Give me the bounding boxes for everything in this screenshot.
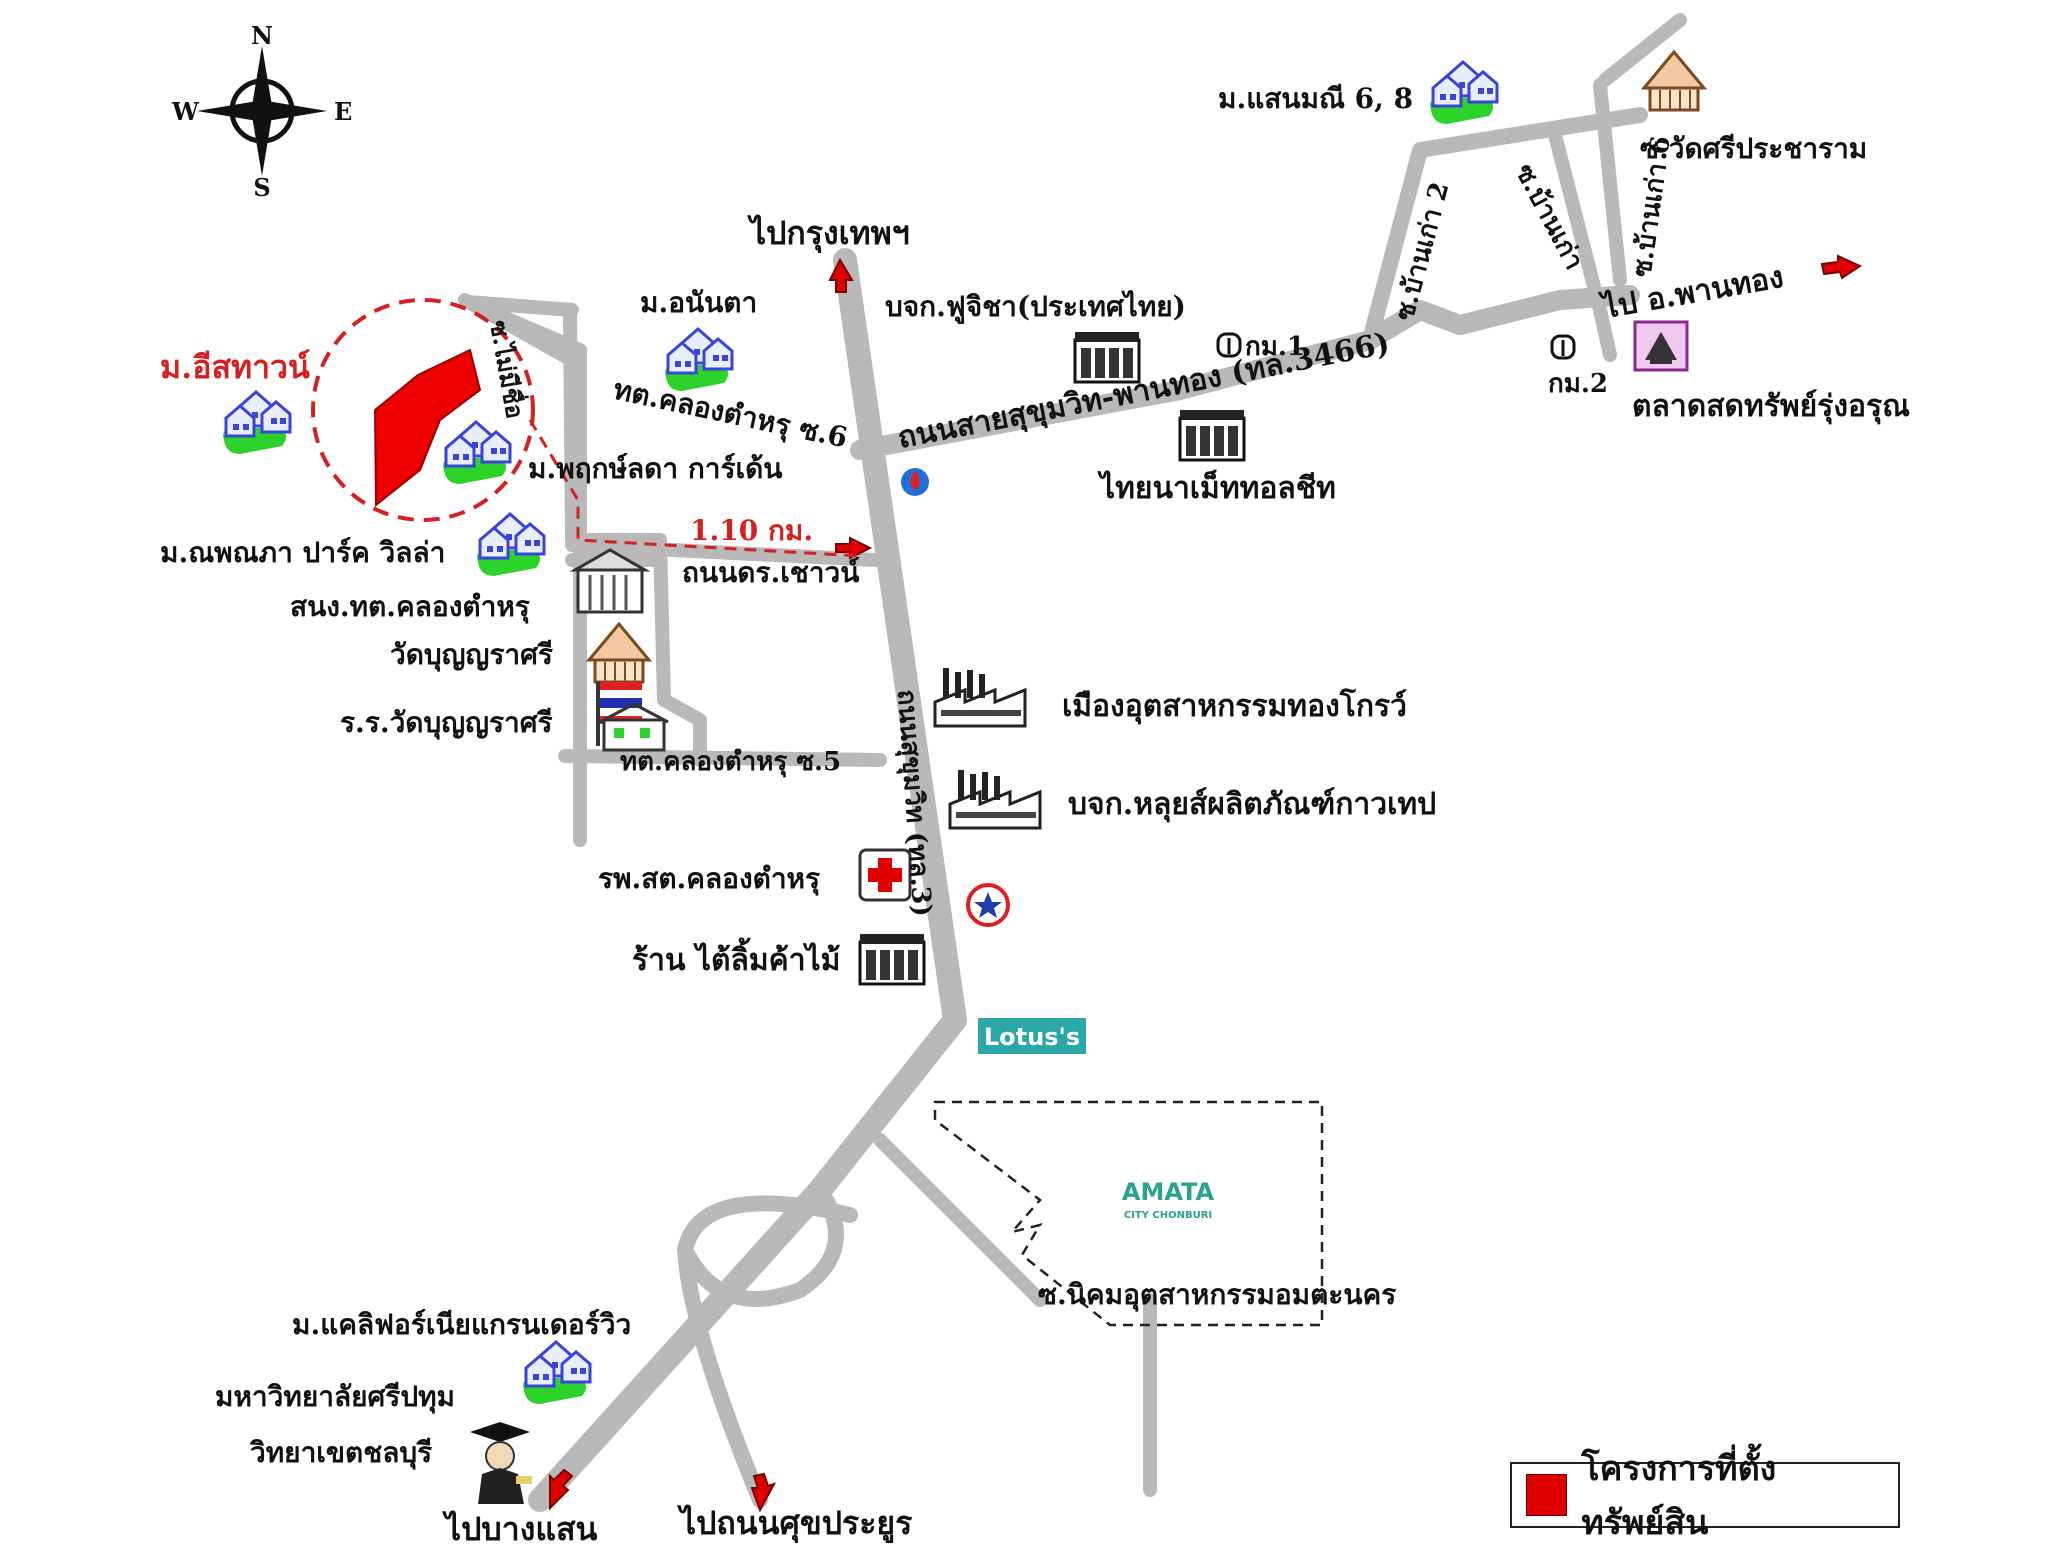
- arrow-icon: [828, 257, 854, 293]
- label-eastown: ม.อีสทาวน์: [160, 348, 310, 386]
- label-anunta: ม.อนันตา: [640, 286, 757, 319]
- school-icon: [596, 682, 669, 752]
- label-sripatum1: มหาวิทยาลัยศรีปทุม: [215, 1380, 455, 1414]
- arrow-icon: [1820, 254, 1863, 280]
- label-sanmanee: ม.แสนมณี 6, 8: [1218, 82, 1413, 115]
- house-icon: [475, 512, 546, 578]
- label-office: สนง.ทต.คลองตำหรุ: [290, 590, 530, 624]
- amata-logo-sub: CITY CHONBURI: [1124, 1210, 1212, 1221]
- label-klong-5: ทต.คลองตำหรุ ซ.5: [620, 747, 841, 778]
- graduate-icon: [470, 1422, 532, 1504]
- label-sukhumvit-phanthong: ถนนสายสุขุมวิท-พานทอง (ทล.3466): [895, 326, 1393, 457]
- map-legend: โครงการที่ตั้งทรัพย์สิน: [1510, 1449, 1900, 1543]
- project-radius: [311, 298, 535, 522]
- distance-path: [528, 419, 861, 558]
- label-wat-sri: ซ.วัดศรีประชาราม: [1640, 132, 1867, 165]
- office-building-icon: [569, 548, 651, 614]
- building-icon: [1178, 408, 1246, 462]
- compass-s: S: [253, 173, 270, 202]
- amata-boundary: [933, 1100, 1324, 1327]
- arrow-icon: [835, 536, 873, 560]
- house-icon: [663, 327, 734, 393]
- factory-icon: [948, 768, 1042, 830]
- label-wat-boon: วัดบุญญราศรี: [390, 638, 553, 672]
- arrow-icon: [549, 1468, 574, 1511]
- lotus-label: Lotus's: [984, 1023, 1080, 1051]
- label-pruksa: ม.พฤกษ์ลดา การ์เด้น: [528, 452, 782, 485]
- gas-station-icon: [966, 883, 1010, 927]
- km-marker-icon: [1216, 332, 1242, 358]
- label-wood: ร้าน ไต้ลิ้มค้าไม้: [632, 937, 840, 978]
- project-area[interactable]: [373, 348, 482, 508]
- compass-w: W: [171, 97, 200, 126]
- gas-station-icon: [901, 468, 929, 496]
- legend-label: โครงการที่ตั้งทรัพย์สิน: [1581, 1449, 1777, 1543]
- factory-icon: [933, 666, 1027, 728]
- building-icon: [1073, 330, 1141, 384]
- label-market: ตลาดสดทรัพย์รุ่งอรุณ: [1632, 389, 1910, 425]
- arrow-icon: [750, 1472, 777, 1513]
- label-nappha: ม.ณพณภา ปาร์ค วิลล่า: [160, 536, 445, 569]
- label-to-nongmon: ไปถนนศุขประยูร: [677, 1504, 912, 1544]
- compass-n: N: [251, 21, 273, 50]
- lotus-badge: Lotus's: [978, 1018, 1086, 1054]
- house-icon: [221, 390, 292, 456]
- house-icon: [521, 1340, 592, 1406]
- house-icon: [441, 420, 512, 486]
- compass-e: E: [334, 97, 352, 126]
- compass-icon: N S E W: [171, 21, 352, 202]
- legend-swatch: [1526, 1474, 1568, 1516]
- label-km1: กม.1: [1245, 332, 1305, 362]
- label-km2: กม.2: [1548, 369, 1608, 399]
- house-icon: [1428, 60, 1499, 126]
- road-network: [458, 13, 1687, 1512]
- label-distance: 1.10 กม.: [690, 514, 813, 547]
- label-thonggrow: เมืองอุตสาหกรรมทองโกรว์: [1062, 687, 1407, 725]
- label-baan-kao6: ซ.บ้านเก่า 6: [1627, 134, 1676, 279]
- arrow-icons: [549, 254, 1863, 1513]
- temple-icon: [587, 622, 651, 684]
- label-chaowan: ถนนดร.เชาวน์: [682, 556, 860, 589]
- km-marker-icon: [1550, 334, 1576, 360]
- label-klong-6: ทต.คลองตำหรุ ซ.6: [610, 373, 850, 456]
- temple-icon: [1642, 50, 1706, 112]
- hospital-icon: [858, 848, 912, 902]
- label-lois: บจก.หลุยส์ผลิตภัณฑ์กาวเทป: [1068, 787, 1436, 823]
- label-to-bangsaen: ไปบางแสน: [442, 1510, 597, 1548]
- label-to-bangkok: ไปกรุงเทพฯ: [747, 214, 910, 254]
- label-school: ร.ร.วัดบุญญราศรี: [340, 706, 553, 740]
- label-clinic: รพ.สต.คลองตำหรุ: [598, 862, 820, 896]
- amata-logo: AMATA: [1122, 1178, 1215, 1206]
- building-icon: [858, 932, 926, 986]
- label-sripatum2: วิทยาเขตชลบุรี: [249, 1436, 432, 1470]
- label-amata-estate: ซ.นิคมอุตสาหกรรมอมตะนคร: [1038, 1278, 1396, 1312]
- label-fujisha: บจก.ฟูจิชา(ประเทศไทย): [885, 290, 1186, 324]
- label-california: ม.แคลิฟอร์เนียแกรนเดอร์วิว: [292, 1308, 631, 1341]
- shrine-icon: [1633, 320, 1689, 372]
- label-thai-namet: ไทยนาเม็ททอลชีท: [1097, 469, 1336, 506]
